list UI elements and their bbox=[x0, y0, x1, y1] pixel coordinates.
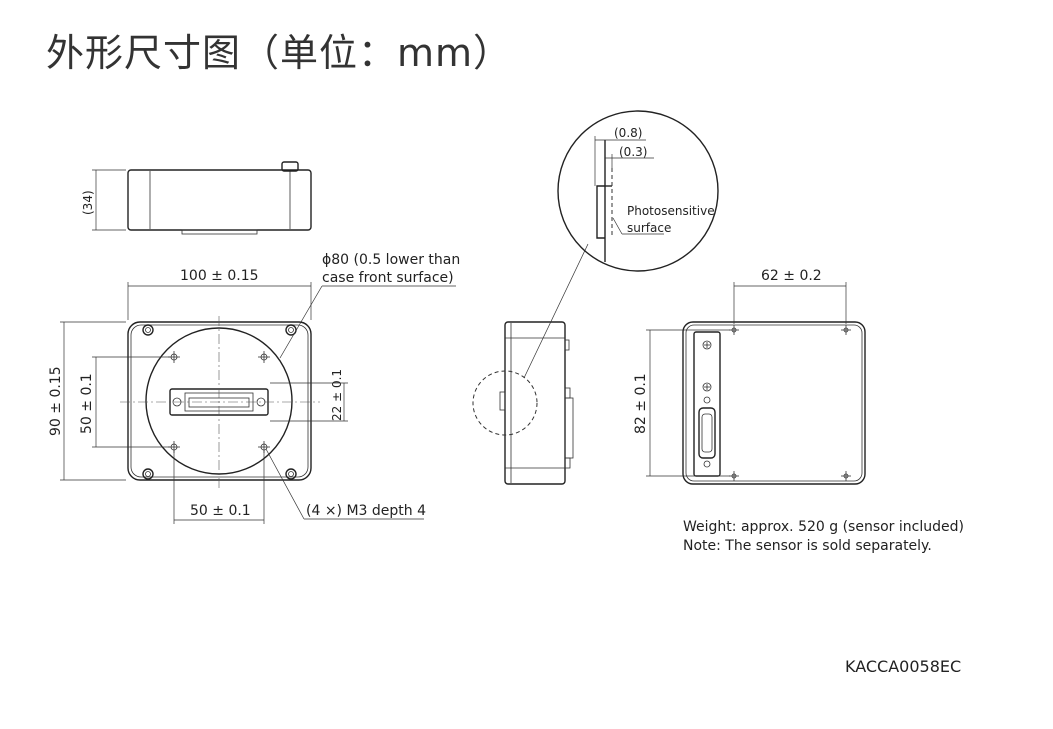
document-code: KACCA0058EC bbox=[845, 657, 962, 676]
width-front-label: 100 ± 0.15 bbox=[180, 268, 259, 284]
page-title: 外形尺寸图（单位：mm） bbox=[46, 31, 513, 75]
photosensitive-label-2: surface bbox=[627, 221, 671, 235]
detail-view: (0.8) (0.3) Photosensitive surface bbox=[557, 110, 719, 272]
rear-hole-spacing-h-label: 62 ± 0.2 bbox=[761, 268, 822, 284]
rear-hole-spacing-v-label: 82 ± 0.1 bbox=[633, 373, 649, 434]
rear-view: 62 ± 0.2 82 ± 0.1 bbox=[633, 268, 866, 485]
weight-note: Weight: approx. 520 g (sensor included) bbox=[683, 519, 964, 535]
hole-spacing-vertical-label: 50 ± 0.1 bbox=[79, 373, 95, 434]
screw-holes-label: (4 ×) M3 depth 4 bbox=[306, 503, 426, 519]
sensor-diameter-label-2: case front surface) bbox=[322, 270, 454, 286]
detail-offset-2-label: (0.3) bbox=[619, 145, 647, 159]
sensor-note: Note: The sensor is sold separately. bbox=[683, 538, 932, 554]
top-side-view: (34) bbox=[81, 161, 312, 235]
detail-offset-1-label: (0.8) bbox=[614, 126, 642, 140]
height-side-label: (34) bbox=[81, 190, 95, 215]
hole-spacing-horizontal-label: 50 ± 0.1 bbox=[190, 503, 251, 519]
connector-offset-label: 22 ± 0.1 bbox=[330, 369, 344, 421]
photosensitive-label-1: Photosensitive bbox=[627, 204, 715, 218]
sensor-diameter-label-1: ϕ80 (0.5 lower than bbox=[322, 252, 460, 268]
front-view: 100 ± 0.15 ϕ80 (0.5 lower than case fron… bbox=[48, 252, 460, 524]
height-front-label: 90 ± 0.15 bbox=[48, 366, 64, 436]
right-side-view bbox=[472, 243, 589, 485]
